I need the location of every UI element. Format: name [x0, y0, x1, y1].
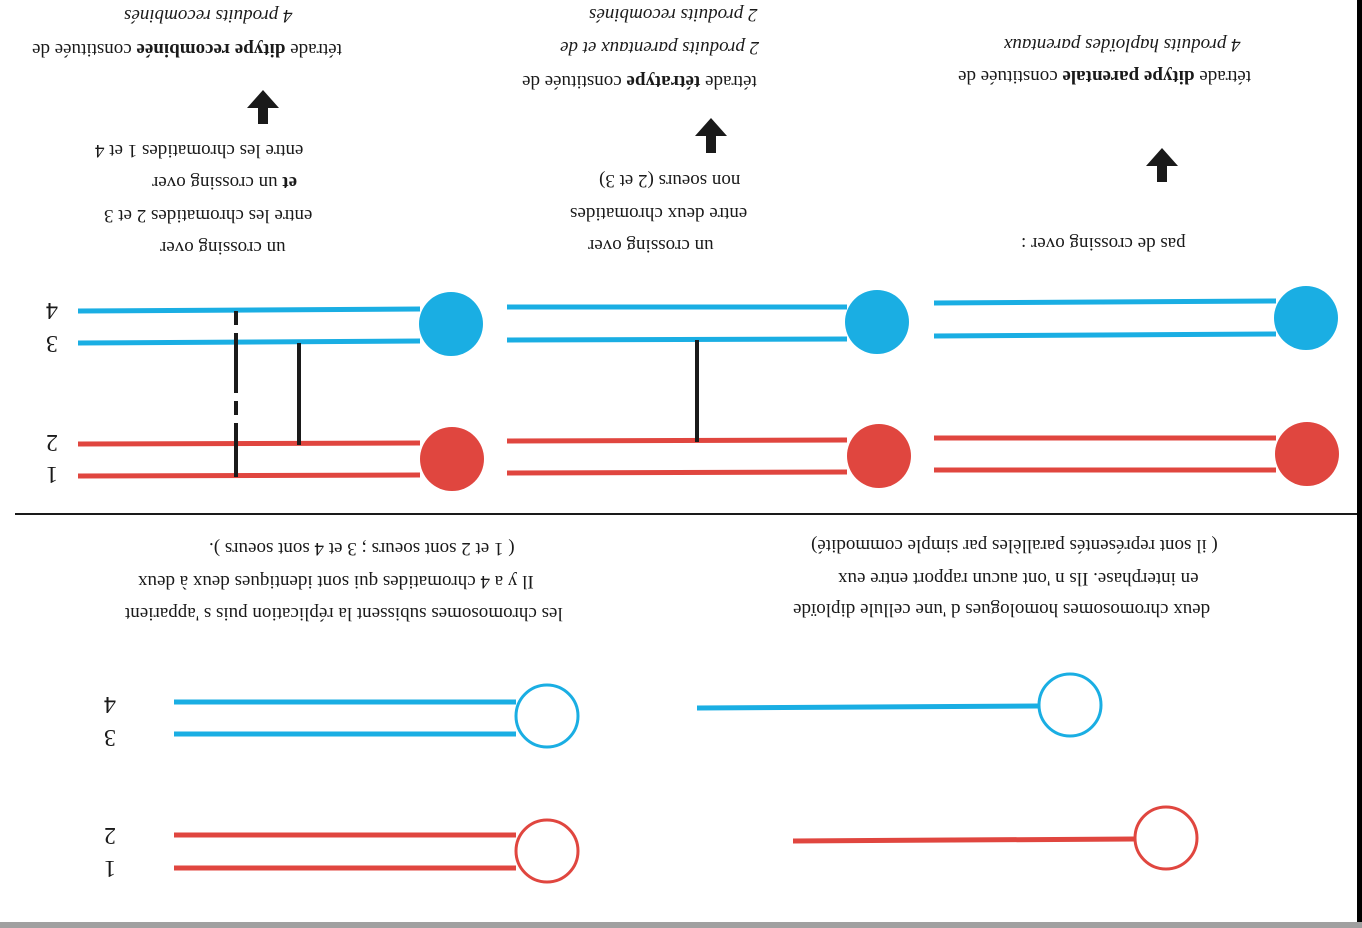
arrow-up: [247, 90, 279, 124]
no-crossing-caption: pas de crossing over :: [1021, 233, 1186, 254]
scan-edge-bottom: [0, 922, 1362, 928]
chromatid-3: [77, 338, 421, 346]
chromatid-label-4: 4: [104, 691, 116, 717]
one-crossing-products-line2: 2 produits recombinés: [589, 4, 758, 25]
two-crossings-caption-line1: un crossing over: [160, 237, 286, 258]
chromatid-4: [933, 298, 1277, 306]
single-pair-caption-line1: deux chromosomes homologues d 'une cellu…: [793, 599, 1211, 620]
no-crossing-products: 4 produits haploïdes parentaux: [1004, 34, 1241, 55]
single-chromosome-pair: [696, 672, 1199, 871]
chromatid-label-3: 3: [104, 724, 116, 750]
chromatid-label-1: 1: [104, 855, 116, 881]
centromere-blue-hollow: [514, 683, 580, 749]
two-crossings-result: tétrade ditype recombinée constituée de: [32, 39, 342, 60]
chromatid-label-4: 4: [46, 297, 58, 323]
replicated-chromosome-pair: [174, 683, 580, 884]
scan-edge-right: [1357, 0, 1362, 928]
one-crossing-caption-line2: entre deux chromatides: [570, 203, 748, 224]
one-crossing-result: tétrade tétratype constituée de: [522, 71, 757, 92]
arrow-up: [695, 118, 727, 153]
panel-no-crossing: [933, 148, 1339, 486]
no-crossing-result: tétrade ditype parentale constituée de: [958, 66, 1252, 87]
centromere-blue-hollow: [1037, 672, 1103, 738]
centromere-red: [1275, 422, 1339, 486]
centromere-blue: [845, 290, 909, 354]
chromatid-label-2: 2: [46, 429, 58, 455]
replicated-caption-line2: Il y a 4 chromatides qui sont identiques…: [138, 571, 534, 592]
arrow-up: [1146, 148, 1178, 182]
replicated-caption-line1: les chromosomes subissent la réplication…: [125, 603, 563, 624]
chromatid-2: [77, 440, 421, 447]
centromere-red: [420, 427, 484, 491]
chromatid-1: [77, 472, 421, 479]
one-crossing-products-line1: 2 produits parentaux et de: [560, 37, 760, 58]
centromere-red-hollow: [1133, 805, 1199, 871]
one-crossing-caption-line1: un crossing over: [588, 235, 714, 256]
two-crossings-products: 4 produits recombinés: [124, 5, 293, 26]
chromatid-3: [933, 331, 1277, 339]
chromatid-2: [506, 437, 848, 444]
chromatid-red: [792, 836, 1135, 844]
panel-one-crossing: [506, 118, 911, 488]
chromatid-1: [506, 469, 848, 476]
centromere-blue: [1274, 286, 1338, 350]
chromatid-4: [77, 306, 421, 314]
panel-two-crossings: [77, 90, 484, 491]
chromatid-3: [506, 336, 848, 343]
replicated-caption-line3: ( 1 et 2 sont soeurs ; 3 et 4 sont soeur…: [209, 538, 515, 559]
chromatid-label-2: 2: [104, 822, 116, 848]
chromatid-label-1: 1: [46, 461, 58, 487]
single-pair-caption-line3: ( il sont représentés parallèles par sim…: [811, 535, 1218, 556]
chromatid-label-3: 3: [46, 330, 58, 356]
two-crossings-caption-line2: entre les chromatides 2 et 3: [104, 205, 313, 226]
two-crossings-caption-line4: entre les chromatides 1 et 4: [95, 140, 304, 161]
two-crossings-caption-line3: et un crossing over: [152, 172, 298, 193]
centromere-red: [847, 424, 911, 488]
one-crossing-caption-line3: non soeurs (2 et 3): [599, 170, 741, 191]
chromatid-blue: [696, 703, 1039, 711]
single-pair-caption-line2: en interphase. Ils n 'ont aucun rapport …: [838, 568, 1199, 589]
centromere-red-hollow: [514, 818, 580, 884]
centromere-blue: [419, 292, 483, 356]
